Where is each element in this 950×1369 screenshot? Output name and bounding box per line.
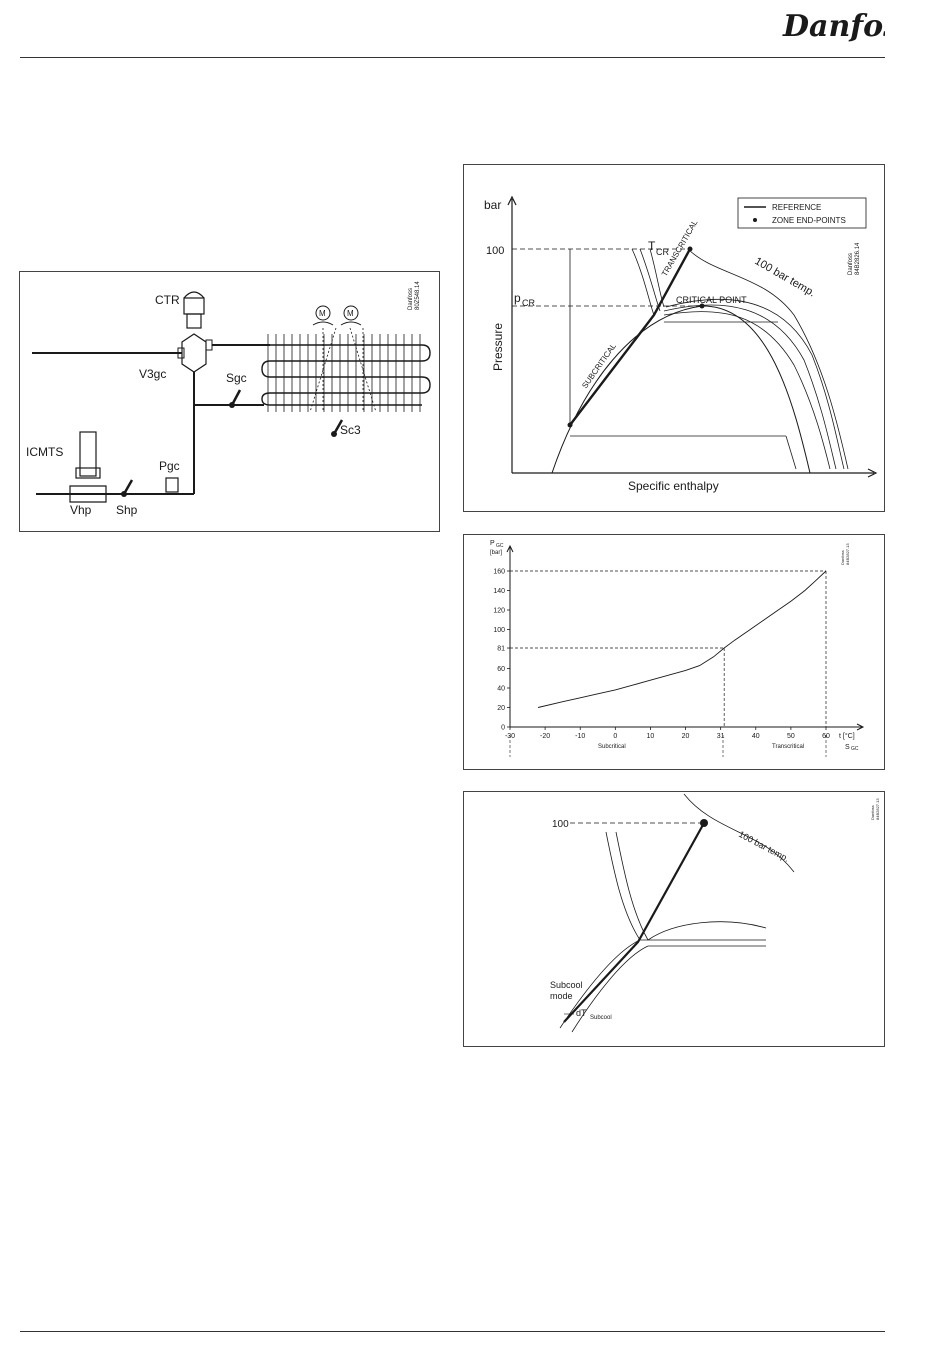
y-tick-label: 0 (501, 725, 505, 732)
zone-transcritical: Transcritical (772, 744, 804, 750)
pgc-temperature-chart: -30 -20 -10 0 10 20 31 40 50 60 0 20 40 60 81 100 120 140… (463, 534, 885, 770)
x-tick-label: 31 (717, 733, 725, 740)
y-unit: bar (484, 198, 501, 212)
label-pgc: Pgc (159, 459, 180, 473)
danfoss-logo: Danfoss (782, 9, 885, 44)
gas-cooler-schematic: CTR V3gc Sgc Sc3 ICMTS Pgc Vhp Shp M M D… (19, 271, 440, 532)
y-label-sub: GC (496, 543, 504, 549)
tcr-sub: CR (656, 247, 669, 257)
y-tick-label: 100 (493, 627, 505, 634)
legend-reference: REFERENCE (772, 203, 821, 212)
pgc-chart-svg: -30 -20 -10 0 10 20 31 40 50 60 0 20 40 60 81 100 120 140… (490, 540, 865, 757)
label-icmts: ICMTS (26, 445, 63, 459)
sub-code-2: 84B2827.13 (875, 798, 880, 820)
temp-100-label: 100 bar temp. (753, 255, 818, 299)
subcritical-label: SUBCRITICAL (580, 341, 618, 390)
figure-code-1: Danfoss (408, 288, 414, 310)
ph-code-2: 84B2826.14 (855, 242, 861, 275)
zone-subcritical: Subcritical (598, 744, 626, 750)
label-vhp: Vhp (70, 503, 92, 517)
y-axis-label: Pressure (491, 323, 505, 371)
dt-label: dT (576, 1008, 587, 1018)
critical-point-label: CRITICAL POINT (676, 295, 747, 305)
pgc-code-1: Danfoss (840, 550, 845, 565)
x-label2-sub: GC (851, 746, 859, 752)
label-sc3: Sc3 (340, 423, 361, 437)
temp-100-label: 100 bar temp. (737, 829, 791, 864)
x-tick-label: 50 (787, 733, 795, 740)
y-tick-label: 160 (493, 569, 505, 576)
pcr-label: p (514, 291, 521, 305)
tick-100: 100 (486, 245, 504, 257)
y-tick-label: 140 (493, 588, 505, 595)
x-tick-label: -10 (575, 733, 585, 740)
x-tick-label: 60 (822, 733, 830, 740)
figure-code-2: 80Z548.14 (415, 281, 421, 310)
x-tick-label: 20 (682, 733, 690, 740)
tcr-label: T (648, 239, 656, 253)
label-sgc: Sgc (226, 371, 247, 385)
subcool-mode-line1: Subcool (550, 980, 583, 990)
subcool-mode-diagram: 100 100 bar temp. Subcool mode dT Subcoo… (463, 791, 885, 1047)
y-label: P (490, 540, 495, 547)
x-tick-label: 0 (613, 733, 617, 740)
dt-sub: Subcool (590, 1015, 612, 1021)
y-tick-label: 60 (497, 666, 505, 673)
label-v3gc: V3gc (139, 367, 166, 381)
x-tick-label: 10 (647, 733, 655, 740)
pressure-enthalpy-diagram: REFERENCE ZONE END-POINTS bar 100 p CR T… (463, 164, 885, 512)
y-unit: [bar] (490, 550, 502, 556)
subcool-mode-line2: mode (550, 991, 573, 1001)
footer-rule (20, 1331, 885, 1332)
legend-endpoints: ZONE END-POINTS (772, 216, 846, 225)
y-tick-label: 20 (497, 705, 505, 712)
x-tick-label: 40 (752, 733, 760, 740)
pgc-code-2: 84B2827.13 (845, 543, 850, 565)
y-tick-label: 81 (497, 646, 505, 653)
pgc-curve (537, 570, 827, 708)
ph-code-1: Danfoss (848, 253, 854, 275)
y-tick-label: 40 (497, 686, 505, 693)
x-axis-label: Specific enthalpy (628, 479, 719, 493)
label-ctr: CTR (155, 293, 180, 307)
pcr-sub: CR (522, 298, 535, 308)
x-tick-label: -30 (505, 733, 515, 740)
tick-100: 100 (552, 819, 569, 830)
sub-code-1: Danfoss (870, 805, 875, 820)
fan-motor-2: M (347, 309, 354, 318)
y-tick-label: 120 (493, 608, 505, 615)
brand-wordmark: Danfoss (782, 9, 885, 44)
label-shp: Shp (116, 503, 138, 517)
x-tick-label: -20 (540, 733, 550, 740)
x-label: t [°C] (839, 732, 855, 740)
fan-motor-1: M (319, 309, 326, 318)
x-label2: S (845, 744, 850, 751)
header-rule (20, 57, 885, 58)
